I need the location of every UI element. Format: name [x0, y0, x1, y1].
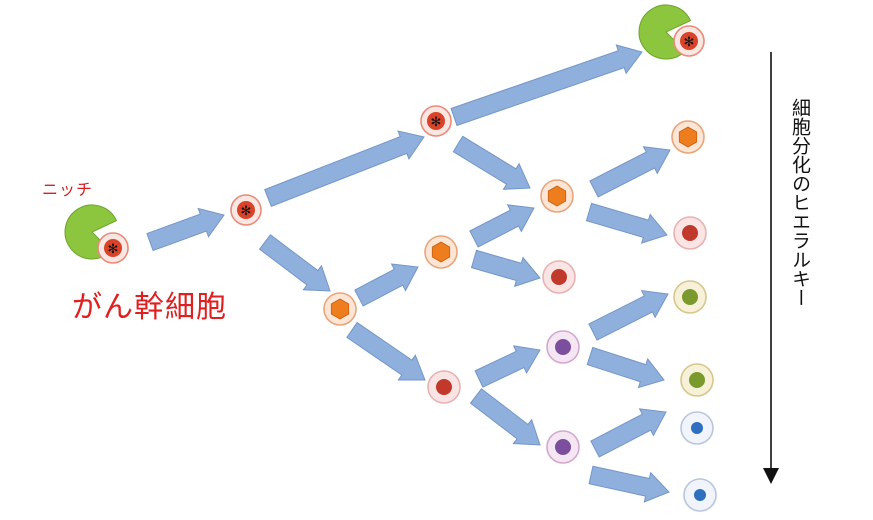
- cells-layer: ✻ ✻ ✻ ✻: [97, 25, 717, 512]
- differentiation-arrow-15: [586, 346, 665, 389]
- cell-nucleus: [555, 439, 571, 455]
- differentiation-arrow-7: [346, 321, 426, 381]
- cell-stem-niche-top: ✻: [673, 25, 705, 57]
- differentiation-arrow-14: [588, 289, 669, 341]
- cell-nucleus: [555, 339, 571, 355]
- cell-purple-2: [546, 430, 580, 464]
- niche-label: ニッチ: [42, 180, 94, 199]
- differentiation-arrow-9: [470, 249, 541, 288]
- cell-blue-1: [680, 411, 714, 445]
- cell-blue-2: [683, 478, 717, 512]
- cell-progenitor-d: [671, 120, 705, 154]
- cell-nucleus: [431, 241, 451, 263]
- cell-nucleus: [689, 372, 705, 388]
- cell-stem-gen2: ✻: [420, 105, 452, 137]
- differentiation-hierarchy-label: 細胞分化のヒエラルキー: [789, 98, 811, 307]
- cell-nucleus: [330, 298, 350, 320]
- differentiation-arrow-10: [589, 146, 671, 198]
- cell-red-3: [673, 216, 707, 250]
- cell-nucleus: [678, 126, 698, 148]
- stem-marker-icon: ✻: [431, 115, 442, 130]
- cell-stem-gen1: ✻: [230, 194, 262, 226]
- cell-red-1: [427, 370, 461, 404]
- cell-nucleus: [682, 225, 698, 241]
- differentiation-arrow-5: [452, 135, 531, 190]
- differentiation-arrow-8: [469, 204, 535, 248]
- differentiation-arrow-17: [588, 465, 670, 503]
- differentiation-arrow-2: [258, 234, 331, 292]
- cell-nucleus: [694, 489, 706, 501]
- cell-olive-1: [673, 280, 707, 314]
- cell-progenitor-c: [540, 179, 574, 213]
- cell-nucleus: [551, 269, 567, 285]
- differentiation-arrow-12: [474, 345, 541, 388]
- stem-marker-icon: ✻: [108, 242, 119, 257]
- cell-nucleus: [104, 239, 122, 257]
- cell-nucleus: [547, 185, 567, 207]
- cell-nucleus: [682, 289, 698, 305]
- stem-marker-icon: ✻: [684, 35, 695, 50]
- cell-purple-1: [546, 330, 580, 364]
- cell-progenitor-b: [424, 235, 458, 269]
- differentiation-arrow-3: [264, 130, 425, 208]
- differentiation-arrow-11: [585, 202, 668, 244]
- cell-nucleus: [691, 422, 703, 434]
- cell-olive-2: [680, 363, 714, 397]
- cancer-stem-cell-label: がん幹細胞: [72, 290, 227, 325]
- differentiation-arrow-4: [450, 44, 643, 127]
- arrows-layer: [146, 44, 671, 503]
- stem-marker-icon: ✻: [241, 204, 252, 219]
- differentiation-arrow-1: [146, 207, 225, 252]
- cell-stem-niche-left: ✻: [97, 232, 129, 264]
- cell-nucleus: [680, 32, 698, 50]
- cell-nucleus: [436, 379, 452, 395]
- cell-nucleus: [427, 112, 445, 130]
- differentiation-arrow-6: [354, 263, 419, 307]
- cell-red-2: [542, 260, 576, 294]
- cell-progenitor-a: [323, 292, 357, 326]
- cell-nucleus: [237, 201, 255, 219]
- differentiation-arrow-13: [469, 388, 541, 446]
- differentiation-arrow-16: [590, 408, 667, 458]
